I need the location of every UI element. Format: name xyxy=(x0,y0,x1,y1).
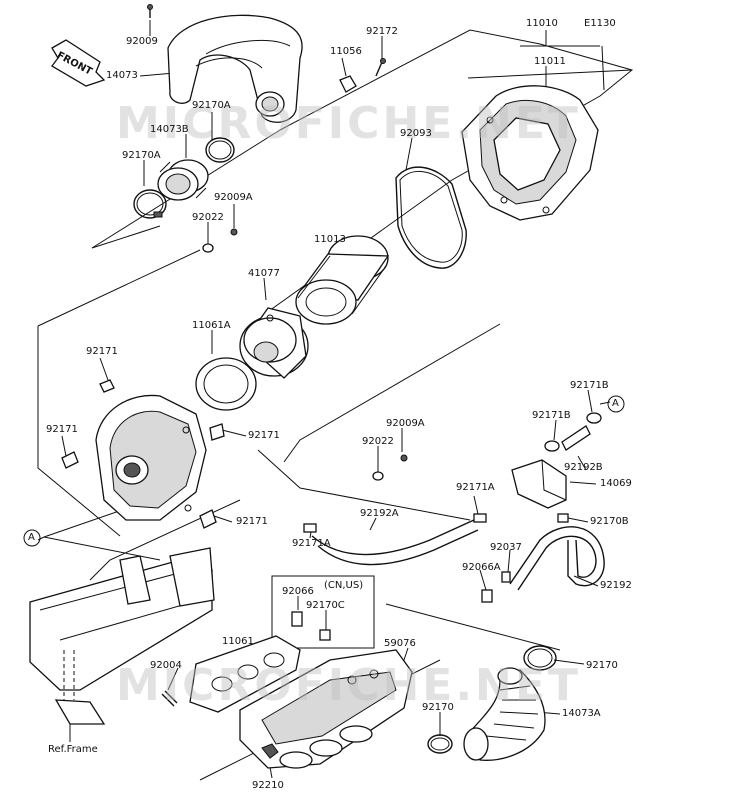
clip-92171-1 xyxy=(99,379,115,393)
part-label: 92004 xyxy=(150,660,182,671)
part-label: 92171A xyxy=(292,538,331,549)
part-label: 92171 xyxy=(248,430,280,441)
stud-92004 xyxy=(161,690,178,707)
callout-a-right xyxy=(607,395,625,413)
part-label: 92037 xyxy=(490,542,522,553)
clamp-92170a-upper xyxy=(205,137,235,163)
part-label: 92170C xyxy=(306,600,345,611)
filter-11013 xyxy=(295,235,390,325)
part-label: 92009 xyxy=(126,36,158,47)
screw-92172 xyxy=(375,58,386,77)
part-label: 11056 xyxy=(330,46,362,57)
ref-frame-label: Ref.Frame xyxy=(48,744,98,755)
part-label: 92170B xyxy=(590,516,629,527)
screw-92009-top xyxy=(147,4,153,18)
part-label: 92171 xyxy=(46,424,78,435)
filter-41077 xyxy=(239,307,309,379)
gasket-92093 xyxy=(395,166,467,269)
callout-a-left-label: A xyxy=(28,532,35,543)
housing-11011 xyxy=(461,85,599,221)
ref-frame-structure xyxy=(29,547,215,742)
cn-us-note: (CN,US) xyxy=(324,580,364,591)
part-label: 14073 xyxy=(106,70,138,81)
hose-92192 xyxy=(509,526,605,591)
part-label: 14069 xyxy=(600,478,632,489)
part-label: 92009A xyxy=(386,418,425,429)
intake-59076 xyxy=(239,649,413,769)
front-arrow-icon xyxy=(51,39,106,87)
clamp-92170-upper xyxy=(523,645,557,671)
part-label: 92170 xyxy=(422,702,454,713)
part-label: 11011 xyxy=(534,56,566,67)
cap-92066a xyxy=(481,589,493,603)
part-label: 59076 xyxy=(384,638,416,649)
callout-a-left xyxy=(23,529,41,547)
part-label: 92170 xyxy=(586,660,618,671)
part-label: 92171A xyxy=(456,482,495,493)
part-label: 92210 xyxy=(252,780,284,791)
part-label: 92192B xyxy=(564,462,603,473)
part-label: 92172 xyxy=(366,26,398,37)
bolt-92009a-upper xyxy=(230,228,238,236)
part-label: 92066A xyxy=(462,562,501,573)
clip-92171-3 xyxy=(209,423,225,441)
clamp-92170-lower xyxy=(427,734,453,754)
cn-us-box xyxy=(271,575,375,649)
part-label: 11061 xyxy=(222,636,254,647)
part-label: 92170A xyxy=(122,150,161,161)
sleeve-14073b xyxy=(157,159,209,201)
part-label: 14073A xyxy=(562,708,601,719)
part-label: 11013 xyxy=(314,234,346,245)
part-label: 92171 xyxy=(86,346,118,357)
clamp-92171b-1 xyxy=(586,412,602,424)
part-label: 92171B xyxy=(570,380,609,391)
part-label: 92192A xyxy=(360,508,399,519)
washer-92022-lower xyxy=(372,471,384,481)
duct-14073a xyxy=(463,667,546,761)
part-label: 92022 xyxy=(362,436,394,447)
clamp-92171b-2 xyxy=(544,440,560,452)
callout-a-right-label: A xyxy=(612,398,619,409)
part-label: 11010 xyxy=(526,18,558,29)
bolt-92009a-lower xyxy=(400,454,408,462)
part-label: 41077 xyxy=(248,268,280,279)
part-label: 92171 xyxy=(236,516,268,527)
case-lower-housing xyxy=(95,394,207,521)
clip-92171-2 xyxy=(61,451,79,469)
bracket-11056 xyxy=(339,75,357,93)
diagram-code: E1130 xyxy=(584,18,616,29)
clamp-92171a-1 xyxy=(303,523,317,533)
part-label: 14073B xyxy=(150,124,189,135)
washer-92022-upper xyxy=(202,243,214,253)
clamp-92170a-lower xyxy=(133,189,167,219)
clip-92171-4 xyxy=(199,509,217,529)
part-label: 92022 xyxy=(192,212,224,223)
part-label: 92009A xyxy=(214,192,253,203)
part-label: 92066 xyxy=(282,586,314,597)
part-label: 92170A xyxy=(192,100,231,111)
clamp-92170b xyxy=(557,513,569,523)
nut-92210 xyxy=(261,743,279,759)
part-label: 92192 xyxy=(600,580,632,591)
clamp-92171a-2 xyxy=(473,513,487,523)
ring-11061a xyxy=(195,357,257,411)
hose-92192a xyxy=(311,519,479,566)
part-label: 92093 xyxy=(400,128,432,139)
part-label: 92171B xyxy=(532,410,571,421)
breather-14069 xyxy=(511,459,567,509)
hose-92192b xyxy=(561,425,591,451)
fitting-92037 xyxy=(501,571,511,583)
duct-14073 xyxy=(167,14,303,123)
gasket-11061 xyxy=(189,635,301,713)
part-label: 11061A xyxy=(192,320,231,331)
